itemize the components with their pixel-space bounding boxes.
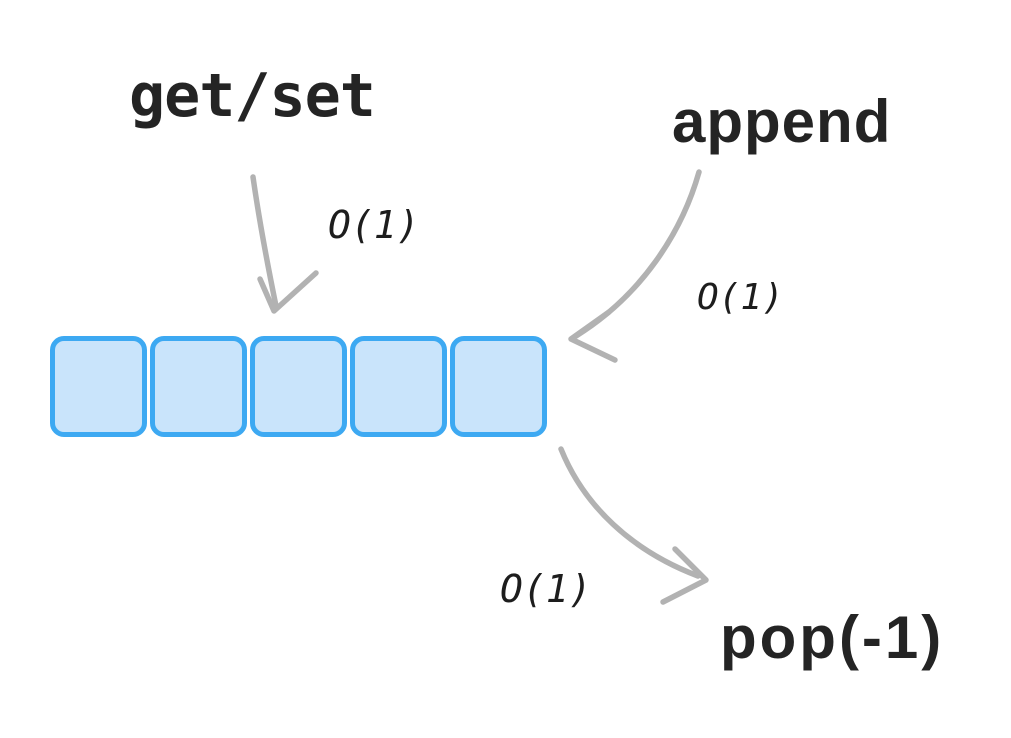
pop-label: pop(-1) [720, 604, 945, 671]
append-complexity-annotation: O(1) [697, 277, 784, 318]
get-set-label: get/set [129, 61, 376, 131]
array-cell [250, 336, 347, 437]
array-cell [450, 336, 547, 437]
append-arrow-icon [568, 169, 702, 363]
get-set-complexity-annotation: O(1) [328, 203, 420, 247]
array-cell [350, 336, 447, 437]
get-set-arrow-icon [250, 174, 319, 314]
array-cell [50, 336, 147, 437]
array-cell [150, 336, 247, 437]
pop-complexity-annotation: O(1) [500, 567, 592, 611]
list-array [50, 336, 547, 437]
append-label: append [672, 88, 892, 155]
